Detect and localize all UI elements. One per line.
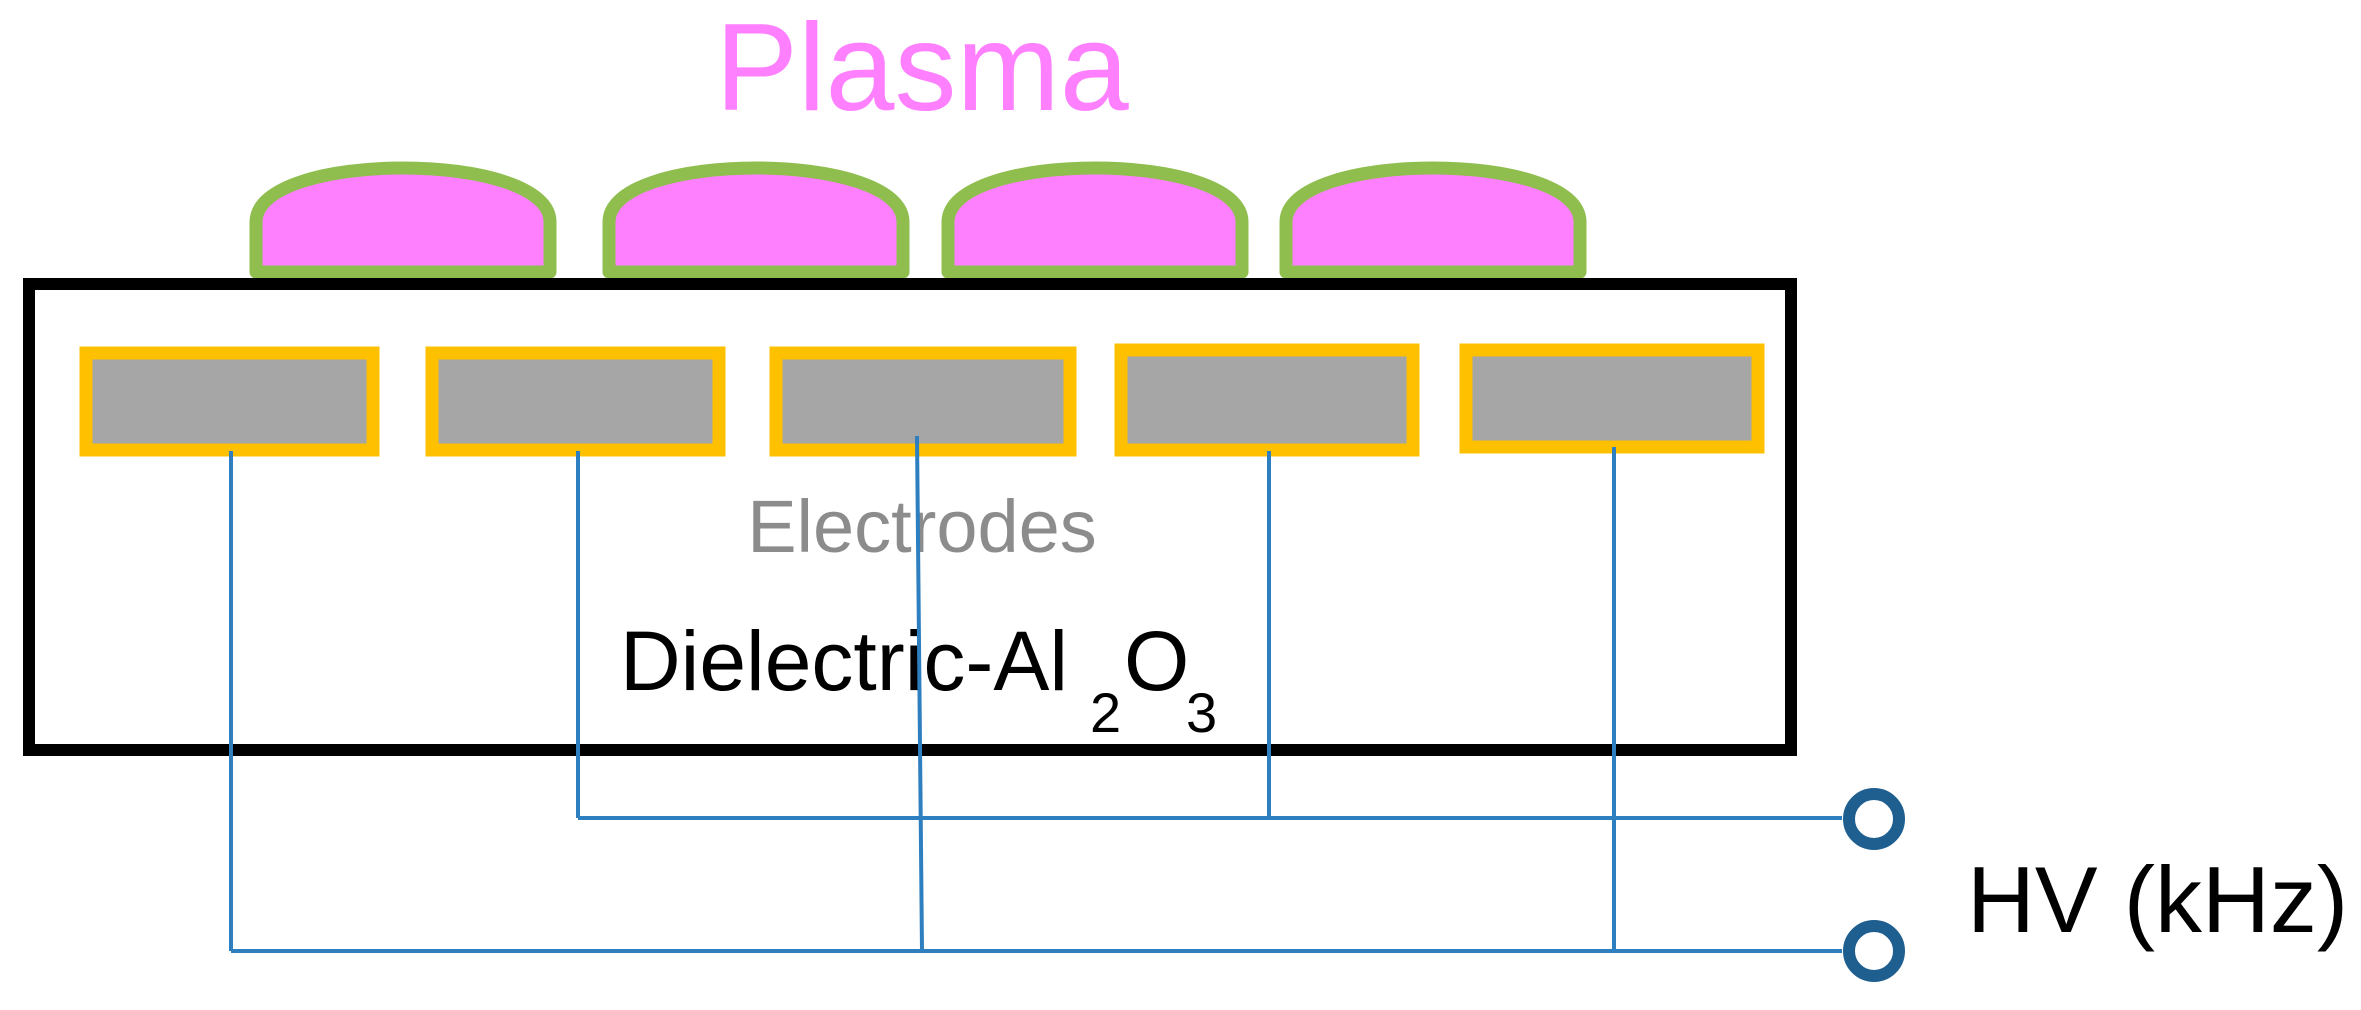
terminal-upper [1843,788,1905,850]
plasma-region [941,161,1249,279]
terminal-lower [1843,920,1905,982]
plasma-region [249,161,557,279]
dielectric-block [23,278,1797,756]
dielectric-label-o: O [1124,614,1189,708]
dielectric-label-main: Dielectric-Al [620,614,1068,708]
electrode [425,346,726,457]
electrode [769,346,1077,457]
dielectric-label: Dielectric-Al 2 O 3 [620,614,1217,744]
wire [915,435,924,952]
dielectric-label-sub-2: 2 [1090,681,1121,744]
electrode [1459,343,1765,454]
electrodes-label: Electrodes [747,485,1097,568]
electrode [79,346,380,457]
electrodes [79,343,1765,457]
wiring [229,435,1842,953]
plasma-regions [249,161,1587,279]
electrode [1114,343,1420,457]
plasma-region [602,161,910,279]
terminals [1843,788,1905,982]
hv-label: HV (kHz) [1967,847,2348,952]
plasma-region [1279,161,1587,279]
plasma-label: Plasma [715,0,1129,137]
dielectric-label-sub-3: 3 [1186,681,1217,744]
